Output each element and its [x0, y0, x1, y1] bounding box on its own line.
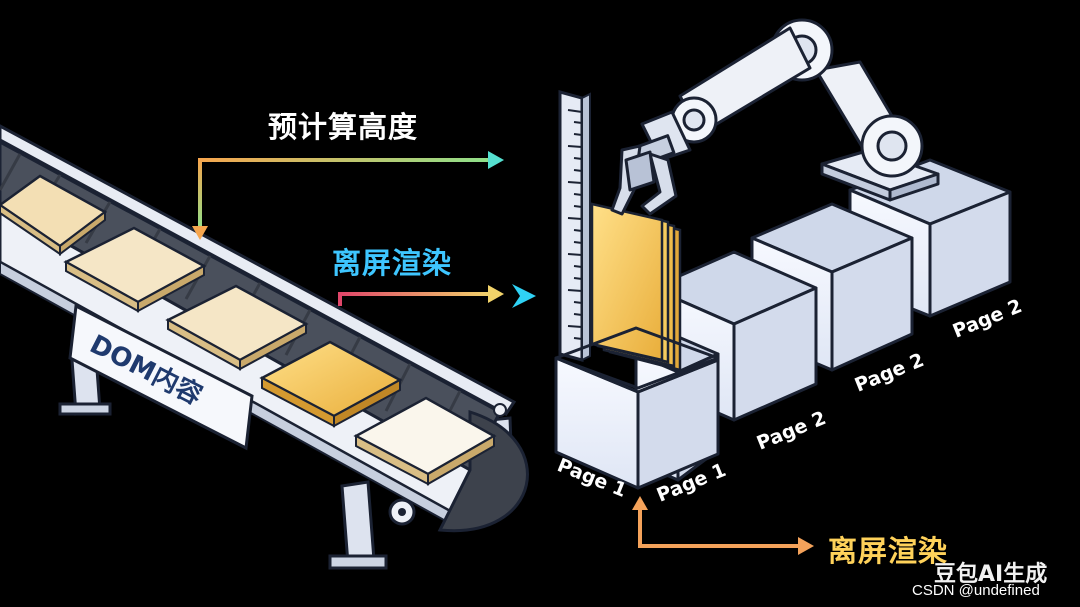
belt-papers	[0, 174, 497, 486]
dom-content-plate	[68, 303, 254, 451]
robot-gripper	[610, 144, 678, 216]
paper-1	[0, 174, 108, 257]
paper-5	[353, 396, 497, 486]
chevron-right-icon	[512, 284, 536, 308]
conveyor-leg-right	[328, 480, 388, 570]
arrow-offscreen-render	[338, 284, 536, 308]
paper-2	[63, 226, 207, 313]
robot-arm	[610, 18, 940, 216]
paper-3	[165, 284, 309, 371]
page-label-3: Page 2	[754, 407, 830, 455]
offscreen-render-label-top: 离屏渲染	[332, 246, 453, 280]
csdn-watermark: CSDN @undefined	[912, 582, 1040, 599]
arrow-measure-height	[192, 151, 504, 240]
arrow-offscreen-bottom	[632, 496, 814, 555]
belt-end-roller	[437, 409, 529, 533]
measuring-ruler	[558, 90, 591, 362]
belt-rail-top	[0, 124, 517, 416]
offscreen-render-label-bottom: 离屏渲染	[828, 534, 949, 568]
paper-4-highlight	[259, 340, 403, 428]
measure-height-label: 预计算高度	[268, 110, 419, 144]
rendered-page-stack	[590, 202, 682, 372]
page-box-1	[554, 326, 720, 490]
ai-generated-watermark: 豆包AI生成	[934, 562, 1048, 587]
